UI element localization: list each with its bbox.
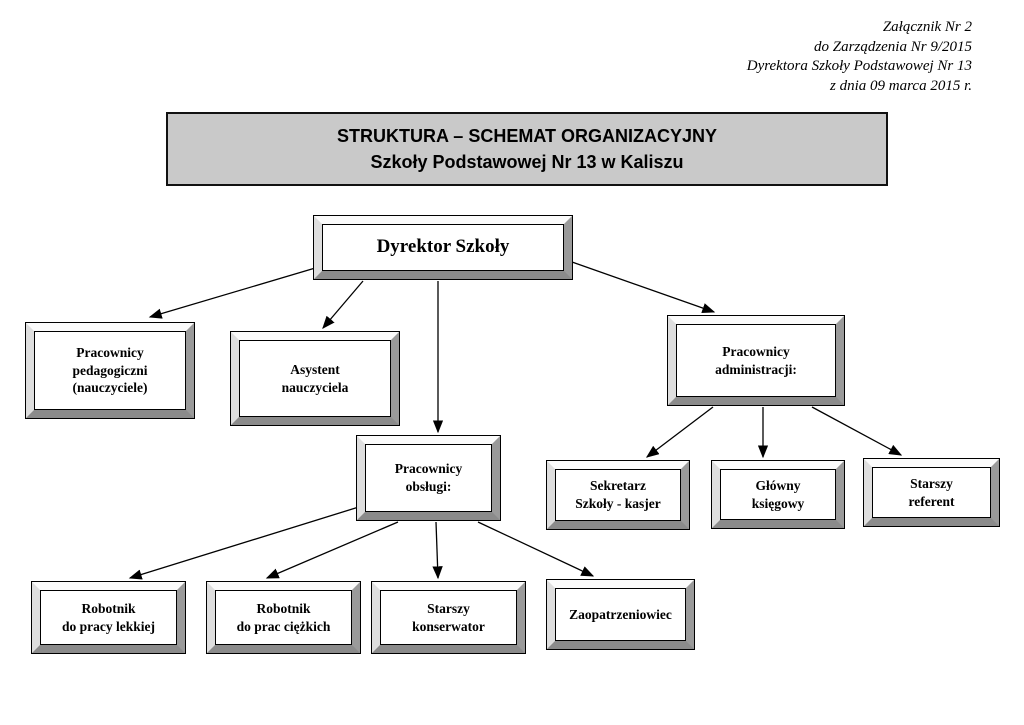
org-node-sekretarz-szkoly-kasjer: Sekretarz Szkoły - kasjer <box>546 460 690 530</box>
org-node-label: Robotnik do prac ciężkich <box>215 590 352 645</box>
org-node-label: Główny księgowy <box>720 469 836 520</box>
org-node-label: Asystent nauczyciela <box>239 340 391 417</box>
connector-dyrektor-administracja <box>571 261 716 314</box>
chart-title-box: STRUKTURA – SCHEMAT ORGANIZACYJNY Szkoły… <box>166 112 888 186</box>
org-node-label: Dyrektor Szkoły <box>322 224 564 271</box>
org-node-label: Pracownicy obsługi: <box>365 444 492 512</box>
org-node-label: Starszy konserwator <box>380 590 517 645</box>
org-node-pracownicy-obslugi: Pracownicy obsługi: <box>356 435 501 521</box>
node-frame <box>314 216 572 279</box>
org-node-pracownicy-pedagogiczni: Pracownicy pedagogiczni (nauczyciele) <box>25 322 195 419</box>
connector-obsluga-zaopatrzeniowiec <box>477 521 595 577</box>
org-node-label: Sekretarz Szkoły - kasjer <box>555 469 681 521</box>
org-node-starszy-konserwator: Starszy konserwator <box>371 581 526 654</box>
org-node-starszy-referent: Starszy referent <box>863 458 1000 527</box>
connector-obsluga-konserwator <box>432 521 443 580</box>
org-node-asystent-nauczyciela: Asystent nauczyciela <box>230 331 400 426</box>
connector-obsluga-robotnik-ciezki <box>265 521 399 579</box>
node-frame <box>547 580 694 649</box>
connector-dyrektor-asystent <box>322 280 364 329</box>
node-frame <box>372 582 525 653</box>
node-frame <box>357 436 500 520</box>
org-node-robotnik-praca-lekka: Robotnik do pracy lekkiej <box>31 581 186 654</box>
org-node-label: Starszy referent <box>872 467 991 518</box>
org-node-label: Zaopatrzeniowiec <box>555 588 686 641</box>
org-node-dyrektor-szkoly: Dyrektor Szkoły <box>313 215 573 280</box>
org-node-zaopatrzeniowiec: Zaopatrzeniowiec <box>546 579 695 650</box>
node-frame <box>207 582 360 653</box>
node-frame <box>547 461 689 529</box>
org-node-glowny-ksiegowy: Główny księgowy <box>711 460 845 529</box>
org-node-pracownicy-administracji: Pracownicy administracji: <box>667 315 845 406</box>
org-node-robotnik-prace-ciezkie: Robotnik do prac ciężkich <box>206 581 361 654</box>
org-node-label: Pracownicy pedagogiczni (nauczyciele) <box>34 331 186 410</box>
connector-administracja-referent <box>811 406 903 456</box>
connector-obsluga-robotnik-lekki <box>128 505 363 580</box>
document-annotation: Załącznik Nr 2 do Zarządzenia Nr 9/2015 … <box>746 19 972 94</box>
node-frame <box>668 316 844 405</box>
connector-dyrektor-pedagogiczni <box>148 265 323 319</box>
connector-administracja-sekretarz <box>645 406 714 458</box>
chart-title-line2: Szkoły Podstawowej Nr 13 w Kaliszu <box>370 152 684 172</box>
node-frame <box>864 459 999 526</box>
node-frame <box>712 461 844 528</box>
node-frame <box>32 582 185 653</box>
org-node-label: Pracownicy administracji: <box>676 324 836 397</box>
node-frame <box>26 323 194 418</box>
chart-title-line1: STRUKTURA – SCHEMAT ORGANIZACYJNY <box>336 125 717 146</box>
node-frame <box>231 332 399 425</box>
org-node-label: Robotnik do pracy lekkiej <box>40 590 177 645</box>
